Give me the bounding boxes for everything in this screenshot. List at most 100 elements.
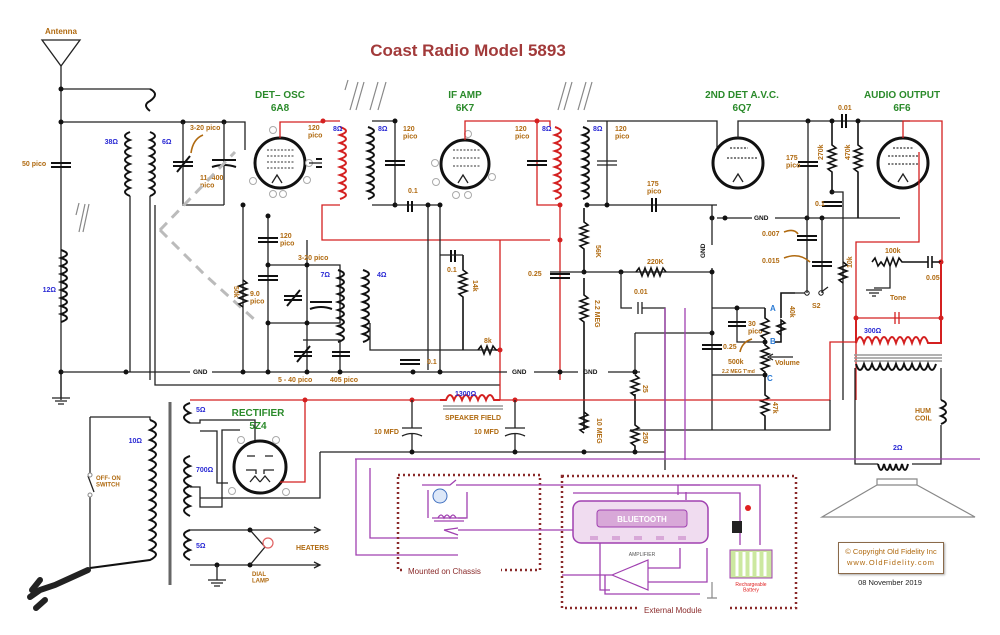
loading-coil-resistance: 12Ω xyxy=(43,287,57,294)
bypass-cap-1: 0.1 xyxy=(408,188,418,195)
cap-01-out: 0.1 xyxy=(815,201,825,208)
antenna-capacitor xyxy=(51,162,71,168)
det-osc-function: DET– OSC xyxy=(255,90,305,101)
audio-out-tube-icon xyxy=(876,136,930,190)
resistor-47k: 47k xyxy=(771,402,778,414)
indicator-led xyxy=(745,505,751,511)
ground-icon xyxy=(866,266,891,297)
det-avc-function: 2ND DET A.V.C. xyxy=(705,90,779,101)
rectifier-tube-icon xyxy=(232,439,288,495)
speaker-field-label: SPEAKER FIELD xyxy=(445,415,501,422)
resistor-25: 25 xyxy=(641,385,648,393)
volume-control: A B C 500k 2.2 MEG T'md Volume 40k 47k S… xyxy=(722,218,832,430)
if1-secondary-resistance: 8Ω xyxy=(378,126,388,133)
if2-secondary-resistance: 8Ω xyxy=(593,126,603,133)
ground-icon xyxy=(52,372,70,405)
speaker-field-coil xyxy=(440,394,500,403)
filter-cap-2: 10 MFD xyxy=(474,429,499,436)
pot-terminal-c: C xyxy=(767,374,773,383)
cap-025-1: 0.25 xyxy=(528,271,542,278)
input-selector-switch[interactable] xyxy=(443,527,459,536)
hv-secondary-resistance: 700Ω xyxy=(196,467,214,474)
website-text[interactable]: www.OldFidelity.com xyxy=(846,558,936,567)
dial-lamp-icon xyxy=(262,537,274,549)
tone-label: Tone xyxy=(890,295,906,302)
resistor-270k: 270k xyxy=(818,144,825,160)
volume-tap-value: 2.2 MEG T'md xyxy=(722,369,755,375)
tube-6a8: DET– OSC 6A8 xyxy=(249,90,326,198)
if-amp-function: IF AMP xyxy=(448,90,482,101)
antenna-loop-coil xyxy=(145,88,156,112)
osc-primary-resistance: 7Ω xyxy=(320,272,330,279)
osc-trimmer xyxy=(284,289,302,307)
ground-bus: GND GND GND GND GND xyxy=(61,205,900,430)
antenna-cap-value: 50 pico xyxy=(22,161,46,168)
tube-6k7: IF AMP 6K7 0.1 xyxy=(395,90,540,370)
rectifier-function: RECTIFIER xyxy=(232,408,286,419)
resistor-56k: 56K xyxy=(594,245,601,258)
external-module: External Module BLUETOOTH AMPLIFIER Rech… xyxy=(560,474,798,615)
rectifier-filament-resistance: 5Ω xyxy=(196,407,206,414)
resistor-220k: 220K xyxy=(647,259,664,266)
filter-cap-1: 10 MFD xyxy=(374,429,399,436)
if-amp-tube-icon xyxy=(439,138,491,190)
padder-value: 5 - 40 pico xyxy=(278,377,312,384)
tone-pot-value: 100k xyxy=(885,248,901,255)
resistor-14k: 14k xyxy=(471,280,478,292)
diagram-title: Coast Radio Model 5893 xyxy=(370,41,566,60)
b-plus-rail: 1300Ω SPEAKER FIELD 10 MFD 10 MFD xyxy=(190,341,856,455)
heaters-label: HEATERS xyxy=(296,545,329,552)
det-avc-tube-icon xyxy=(711,136,765,190)
resistor-250: 250 xyxy=(641,432,648,444)
gnd-label-1: GND xyxy=(193,369,208,376)
cap-0015: 0.015 xyxy=(762,258,780,265)
volume-pot-value: 500k xyxy=(728,359,744,366)
amplifier-opamp-icon xyxy=(610,559,649,591)
speaker-field-resistance: 1300Ω xyxy=(455,391,477,398)
cap-001-1: 0.01 xyxy=(634,289,648,296)
resistor-8k: 8k xyxy=(484,338,492,345)
if2-primary-resistance: 8Ω xyxy=(542,126,552,133)
bluetooth-wiring xyxy=(355,308,980,556)
tone-potentiometer[interactable] xyxy=(871,255,941,269)
cap-001-2: 0.01 xyxy=(838,105,852,112)
power-switch[interactable] xyxy=(87,475,95,493)
antenna-secondary-resistance: 6Ω xyxy=(162,139,172,146)
gnd-label-5: GND xyxy=(700,243,707,258)
volume-potentiometer[interactable] xyxy=(758,308,772,375)
resistor-50k: 50k xyxy=(232,286,239,298)
gang-link xyxy=(158,228,257,322)
bluetooth-receiver-icon xyxy=(432,488,448,504)
chassis-module: Mounted on Chassis xyxy=(396,473,700,591)
copyright-box: © Copyright Old Fidelity Inc www.OldFide… xyxy=(838,542,944,574)
ground-icon xyxy=(208,565,226,587)
if1-primary-resistance: 8Ω xyxy=(333,126,343,133)
resistor-40k: 40k xyxy=(788,306,795,318)
power-plug-icon xyxy=(27,567,91,611)
antenna-label: Antenna xyxy=(45,27,78,36)
external-module-label: External Module xyxy=(644,606,702,615)
cap-005: 0.05 xyxy=(926,275,940,282)
audio-out-type: 6F6 xyxy=(893,103,911,114)
antenna-icon xyxy=(40,39,82,68)
voice-coil xyxy=(877,463,909,471)
voice-coil-resistance: 2Ω xyxy=(893,445,903,452)
